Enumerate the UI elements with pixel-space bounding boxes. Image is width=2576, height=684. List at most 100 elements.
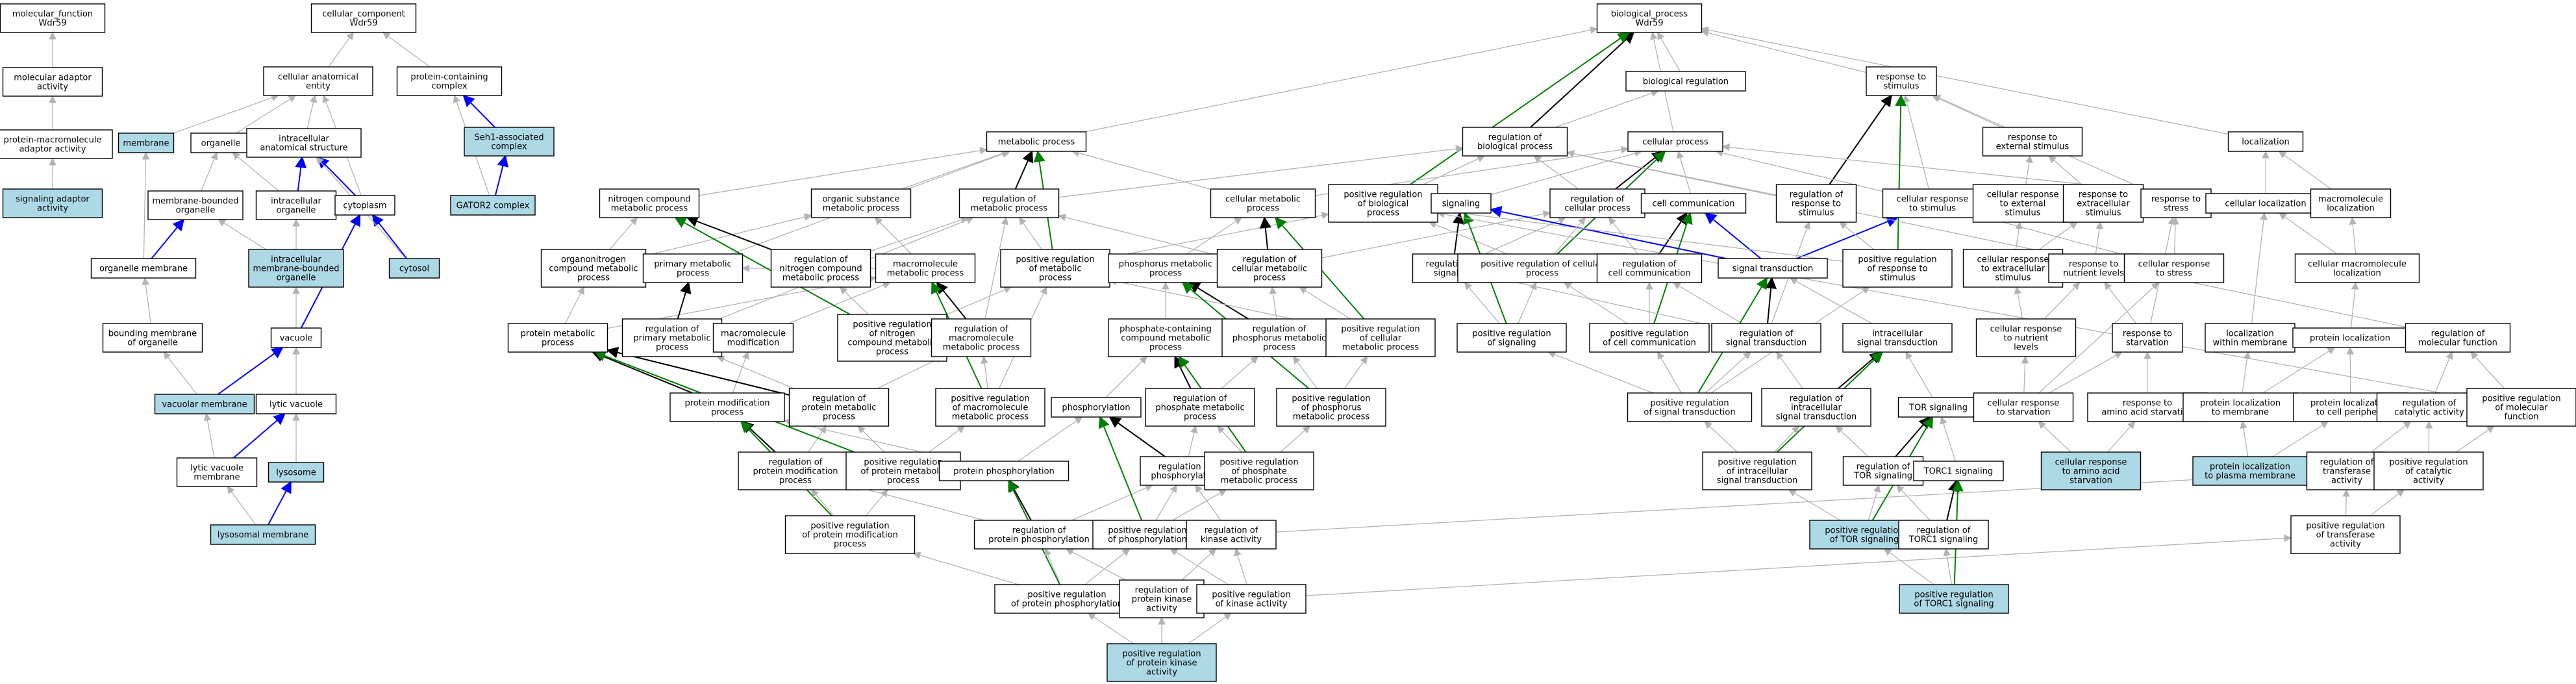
go-term-node-phos: phosphorylation	[1051, 397, 1142, 418]
edge-is-a	[1776, 351, 1803, 389]
go-term-node-cytoplasm: cytoplasm	[334, 195, 395, 216]
edge-is-a	[1321, 210, 1551, 259]
go-term-label: vacuolar membrane	[162, 400, 247, 410]
go-term-box	[388, 258, 440, 279]
edge-is-a	[227, 486, 256, 526]
edge-is-a	[201, 151, 218, 192]
go-term-label: TOR signaling	[1908, 403, 1968, 413]
edge-is-a	[1931, 95, 2002, 128]
go-term-box	[1640, 193, 1747, 214]
go-term-node-cellproc: cellular process	[1627, 131, 1723, 152]
go-term-box	[1761, 388, 1871, 427]
go-term-box	[712, 323, 794, 353]
edge-part-of	[151, 218, 185, 259]
edge-is-a	[1940, 416, 1956, 462]
edge-is-a	[2278, 151, 2332, 190]
edge-is-a	[1188, 613, 1232, 644]
go-term-box	[1866, 66, 1937, 96]
edge-is-a	[218, 219, 267, 250]
edge-is-a	[1547, 351, 1653, 394]
go-term-box	[1108, 253, 1223, 283]
go-term-box	[669, 392, 785, 422]
go-term-label: cell communication	[1652, 199, 1734, 209]
go-term-box	[102, 323, 203, 353]
go-term-node-lv: lytic vacuole	[255, 394, 337, 414]
edge-is-a	[716, 355, 794, 389]
edge-part-of	[218, 346, 284, 395]
go-term-node-pphos: protein phosphorylation	[938, 461, 1069, 481]
go-term-node-lysosome: lysosome	[268, 462, 325, 483]
go-term-box	[1842, 323, 1953, 353]
edge-is-a	[1518, 281, 1537, 324]
edge-is-a	[1436, 207, 1844, 262]
go-term-box	[0, 129, 113, 159]
edge-is-a	[912, 551, 1019, 585]
edge-is-a	[1058, 213, 1218, 256]
go-term-box	[784, 515, 916, 554]
edge-is-a	[1788, 489, 1841, 521]
edge-is-a	[1657, 31, 1681, 72]
go-term-node-ploc: protein localization	[2292, 327, 2408, 348]
go-term-box	[1913, 461, 2004, 481]
edge-is-a	[2048, 155, 2082, 185]
edge-is-a	[1533, 155, 1579, 190]
go-term-box	[938, 461, 1069, 481]
go-term-label: signal transduction	[1732, 264, 1814, 274]
go-term-box	[1589, 323, 1710, 353]
go-term-box	[1216, 249, 1323, 288]
edge-is-a	[1789, 277, 1872, 324]
edge-part-of	[268, 481, 292, 526]
go-term-label: GATOR2 complex	[456, 201, 530, 211]
go-term-label: membrane	[123, 139, 169, 149]
edge-is-a	[699, 147, 988, 196]
go-term-label: biological regulation	[1643, 77, 1729, 87]
go-term-box	[2373, 451, 2484, 490]
go-term-box	[147, 190, 244, 220]
go-term-label: localization	[2242, 138, 2290, 147]
edge-regulates	[606, 347, 790, 396]
edge-is-a	[1292, 356, 1318, 389]
edge-part-of	[232, 412, 286, 459]
go-term-box	[1145, 388, 1255, 427]
edge-part-of	[494, 155, 509, 196]
go-term-box	[464, 127, 555, 157]
go-term-box	[1196, 584, 1307, 614]
go-term-box	[2123, 253, 2225, 283]
